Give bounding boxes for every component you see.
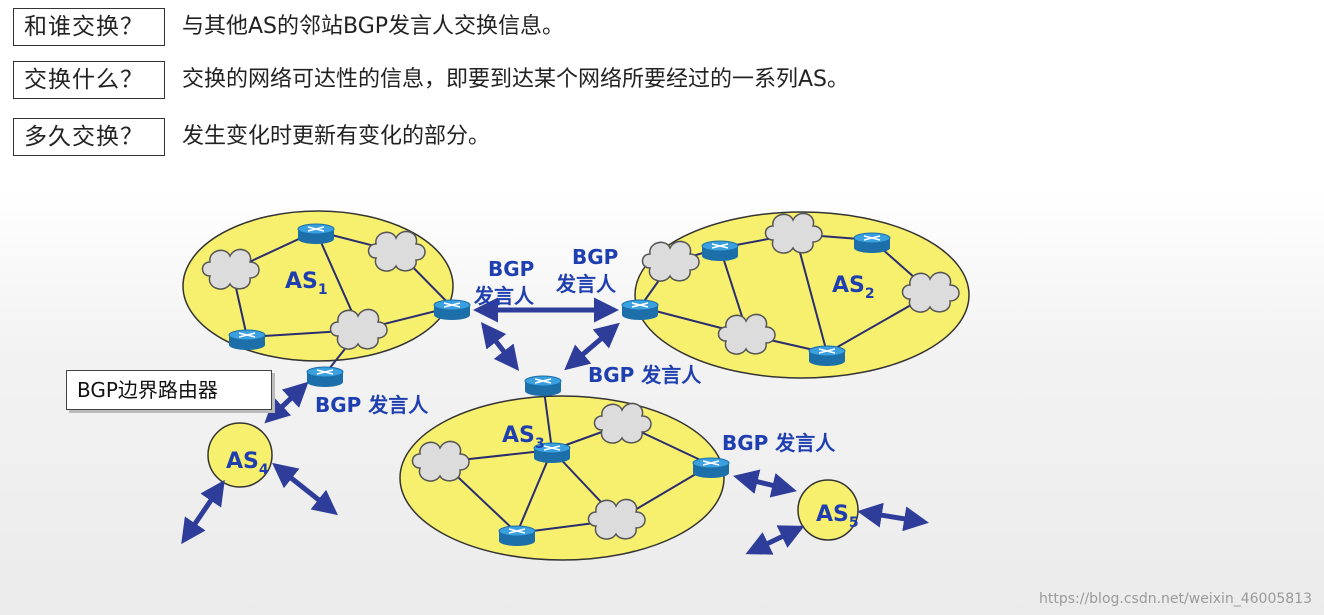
as4-label: AS4 [226, 449, 269, 478]
answer-text: 与其他AS的邻站BGP发言人交换信息。 [182, 14, 565, 39]
answer-text: 交换的网络可达性的信息，即要到达某个网络所要经过的一系列AS。 [182, 67, 850, 92]
qa-row-what: 交换什么？ 交换的网络可达性的信息，即要到达某个网络所要经过的一系列AS。 [13, 61, 1303, 103]
arrow-as5-out-right [857, 502, 929, 532]
bgp-speaker-label: BGP 发言人 [722, 431, 836, 455]
arrow-as1-as3 [480, 322, 520, 371]
router-icon [297, 223, 335, 245]
arrow-as3-as5 [733, 469, 797, 498]
arrow-as2-as3 [564, 322, 620, 371]
as2-label: AS2 [832, 273, 875, 302]
router-icon [433, 299, 471, 321]
arrow-as4-out-right [272, 462, 338, 516]
router-icon [524, 375, 562, 397]
as3-label: AS3 [502, 423, 545, 452]
bgp-speaker-label: BGP 发言人 [588, 363, 702, 387]
question-box: 多久交换？ [13, 118, 165, 156]
bgp-speaker-label: BGP 发言人 [315, 393, 429, 417]
arrow-as4-out-left [181, 479, 225, 545]
qa-row-who: 和谁交换？ 与其他AS的邻站BGP发言人交换信息。 [13, 8, 1303, 50]
speaker-label: 发言人 [473, 284, 535, 308]
arrow-as1-as4 [264, 381, 309, 424]
answer-text: 发生变化时更新有变化的部分。 [182, 124, 491, 149]
bgp-network-diagram: AS1 AS2 AS3 AS4 AS5 BGP 发言人 BGP 发言人 BGP … [181, 210, 970, 561]
speaker-label: 发言人 [555, 272, 617, 296]
router-icon [853, 232, 891, 254]
router-icon [808, 345, 846, 367]
as5-label: AS5 [816, 502, 859, 531]
router-icon [621, 299, 659, 321]
bgp-label: BGP [572, 245, 618, 269]
qa-row-when: 多久交换？ 发生变化时更新有变化的部分。 [13, 118, 1303, 160]
router-icon [306, 366, 344, 388]
question-box: 交换什么？ [13, 61, 165, 99]
router-icon [692, 457, 730, 479]
as1-label: AS1 [285, 269, 328, 298]
question-box: 和谁交换？ [13, 8, 165, 46]
border-router-callout: BGP边界路由器 [66, 370, 272, 410]
watermark: https://blog.csdn.net/weixin_46005813 [1038, 591, 1312, 607]
router-icon [498, 525, 536, 547]
bgp-label: BGP [488, 257, 534, 281]
router-icon [228, 329, 266, 351]
router-icon [701, 240, 739, 262]
as4-region [207, 422, 273, 488]
arrow-as5-out-left [745, 525, 805, 555]
